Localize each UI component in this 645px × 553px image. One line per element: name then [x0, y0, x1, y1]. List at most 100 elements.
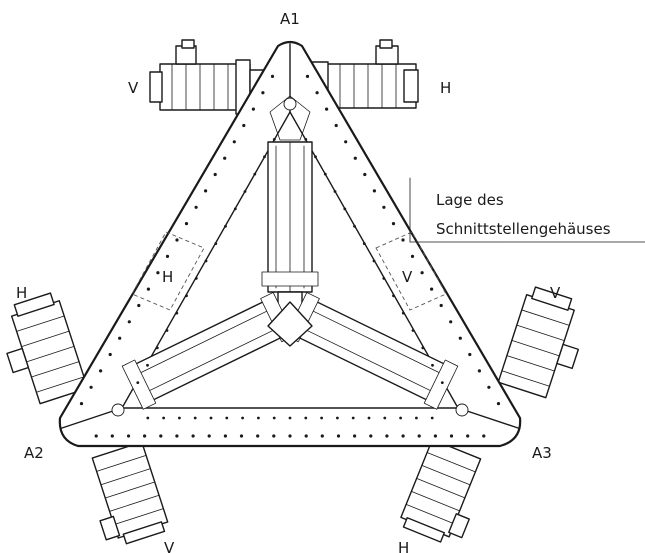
annotation-line-2: Schnittstellengehäuses: [436, 220, 611, 238]
bolt-hole: [143, 434, 147, 438]
bolt-hole: [433, 434, 437, 438]
bolt-hole: [89, 385, 93, 389]
bolt-hole: [401, 238, 405, 242]
motor-bottom-right: [400, 438, 482, 543]
annotation-line-1: Lage des: [436, 191, 504, 209]
bolt-hole: [184, 222, 189, 226]
bolt-hole: [243, 190, 247, 193]
bolt-hole: [126, 434, 131, 438]
bolt-hole: [314, 155, 317, 159]
corner-label-a1: A1: [280, 10, 300, 28]
bolt-hole: [391, 222, 396, 226]
bolt-hole: [411, 329, 415, 332]
bolt-hole: [194, 277, 198, 280]
bolt-hole: [251, 107, 255, 111]
frame-bolt-holes: [79, 74, 501, 438]
bolt-hole: [304, 138, 308, 141]
bolt-hole: [353, 224, 356, 228]
bolt-hole: [263, 155, 266, 159]
bolt-hole: [415, 416, 418, 420]
bolt-hole: [79, 402, 84, 406]
bolt-hole: [399, 416, 402, 420]
bolt-hole: [137, 303, 141, 308]
bolt-hole: [353, 156, 357, 160]
annotation-callout: Lage des Schnittstellengehäuses: [409, 177, 645, 243]
bolt-hole: [146, 416, 150, 420]
motor-left-upper: [6, 292, 89, 405]
bolt-hole: [420, 271, 424, 275]
bolt-hole: [372, 259, 376, 263]
bolt-hole: [159, 434, 163, 438]
interface-box-left: [131, 231, 205, 311]
bolt-hole: [175, 311, 179, 315]
bolt-hole: [430, 416, 434, 420]
motor-label-top-right: H: [440, 79, 451, 97]
bolt-hole: [353, 434, 357, 438]
bolt-hole: [468, 352, 472, 357]
bolt-hole: [270, 74, 275, 78]
bolt-hole: [288, 434, 292, 438]
bolt-hole: [225, 416, 229, 420]
bolt-hole: [185, 294, 188, 298]
bolt-hole: [466, 434, 470, 438]
bolt-hole: [334, 123, 338, 128]
bolt-hole: [363, 172, 367, 177]
bolt-hole: [288, 416, 292, 420]
interface-label-left: H: [162, 268, 173, 286]
corner-labels: A1 A2 A3: [24, 10, 552, 462]
bolt-hole: [127, 320, 131, 324]
bolt-hole: [482, 434, 486, 438]
bolt-hole: [449, 320, 453, 324]
bolt-hole: [99, 369, 103, 373]
bolt-hole: [253, 172, 257, 176]
bolt-hole: [175, 434, 179, 438]
bolt-hole: [223, 434, 227, 438]
bolt-hole: [204, 189, 208, 193]
bolt-hole: [146, 363, 149, 367]
bolt-hole: [385, 434, 389, 438]
corner-label-a2: A2: [24, 444, 44, 462]
motor-label-left-upper: H: [16, 284, 27, 302]
bolt-hole: [487, 385, 491, 389]
bolt-hole: [242, 123, 246, 128]
bolt-hole: [209, 416, 213, 420]
bolt-hole: [304, 416, 308, 420]
motor-label-right-upper: V: [550, 284, 561, 302]
bolt-hole: [336, 434, 341, 438]
bolt-hole: [369, 434, 373, 438]
bolt-hole: [110, 434, 114, 438]
bolt-hole: [214, 242, 218, 246]
bolt-hole: [315, 91, 319, 95]
bolt-hole: [241, 416, 245, 420]
pivot-holes: [111, 97, 469, 417]
motor-label-bottom-left: V: [164, 539, 175, 553]
bolt-hole: [224, 224, 227, 228]
interface-box-labels: H V: [162, 268, 413, 286]
motor-label-bottom-right: H: [398, 539, 409, 553]
bolt-hole: [401, 311, 405, 315]
bolt-hole: [496, 402, 501, 406]
bolt-hole: [156, 271, 160, 275]
bolt-hole: [118, 336, 122, 340]
bolt-hole: [193, 416, 197, 420]
bolt-hole: [382, 277, 386, 280]
bolt-hole: [382, 205, 386, 209]
bolt-hole: [401, 434, 405, 438]
bolt-hole: [383, 416, 387, 420]
bolt-hole: [213, 172, 217, 177]
bolt-hole: [336, 416, 339, 420]
bolt-hole: [232, 140, 236, 144]
bolt-hole: [239, 434, 244, 438]
bolt-hole: [108, 352, 112, 357]
motor-right-upper: [497, 286, 580, 399]
bolt-hole: [344, 140, 348, 144]
bolt-hole: [155, 346, 159, 350]
bolt-hole: [477, 369, 481, 373]
bolt-hole: [333, 190, 337, 193]
bolt-hole: [223, 156, 227, 160]
bolt-hole: [372, 189, 376, 193]
bolt-hole: [204, 259, 208, 263]
bolt-hole: [305, 74, 310, 78]
